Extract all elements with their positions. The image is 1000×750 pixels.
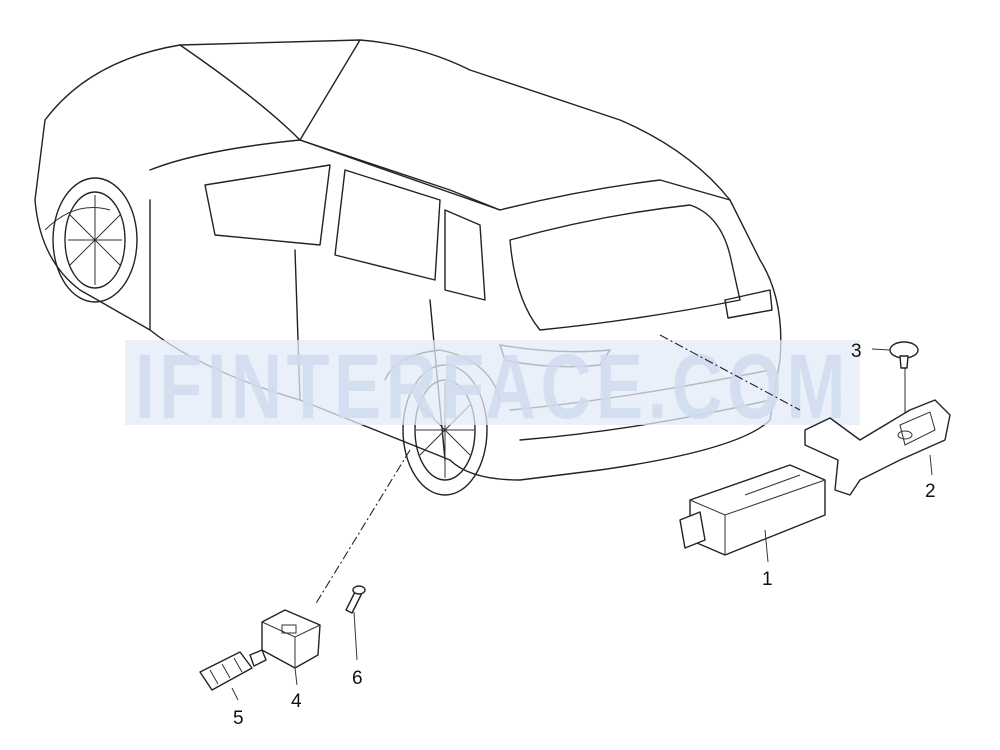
svg-text:IFINTERFACE.COM: IFINTERFACE.COM [135,336,850,438]
part-bolt [345,585,366,614]
part-valve [199,649,267,691]
watermark: IFINTERFACE.COM [125,336,860,438]
callout-4: 4 [291,691,302,712]
callout-2: 2 [925,481,936,502]
part-bracket [804,399,951,496]
part-control-module [679,464,826,556]
leader-module [659,334,801,411]
callout-6: 6 [352,668,363,689]
front-wheel [52,177,138,303]
leader-wheel-sensor [314,449,411,606]
callout-3: 3 [851,341,862,362]
part-tire-pressure-sensor [261,609,321,669]
callout-5: 5 [233,708,244,729]
callout-1: 1 [762,569,773,590]
part-screw [889,341,919,369]
